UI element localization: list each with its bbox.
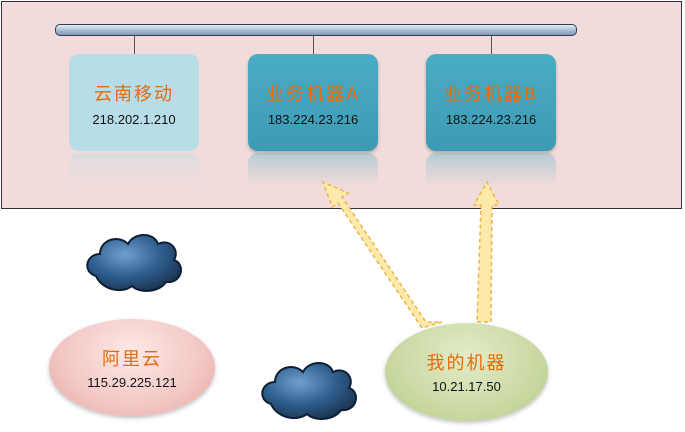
node-label: 业务机器B: [443, 84, 539, 105]
node-label: 我的机器: [426, 353, 507, 374]
cloud-icon: [261, 362, 357, 420]
arrow-to-machine-b: [472, 180, 501, 323]
bus-connector: [313, 35, 314, 54]
node-business-machine-a: 业务机器A 183.224.23.216: [248, 54, 378, 151]
node-yunnan-mobile: 云南移动 218.202.1.210: [69, 54, 199, 151]
cloud-icon: [86, 234, 182, 292]
node-label: 云南移动: [94, 84, 174, 105]
node-label: 业务机器A: [265, 84, 361, 105]
node-business-machine-b: 业务机器B 183.224.23.216: [426, 54, 556, 151]
node-reflection: [248, 153, 378, 187]
node-aliyun: 阿里云 115.29.225.121: [49, 319, 215, 416]
node-reflection: [69, 153, 199, 187]
node-reflection: [426, 153, 556, 187]
node-ip: 10.21.17.50: [432, 379, 501, 394]
bus-connector: [134, 35, 135, 54]
node-ip: 183.224.23.216: [267, 112, 359, 127]
node-ip: 183.224.23.216: [445, 112, 537, 127]
node-ip: 115.29.225.121: [87, 375, 177, 390]
node-ip: 218.202.1.210: [92, 112, 176, 127]
network-bus: [55, 24, 577, 36]
bus-connector: [491, 35, 492, 54]
arrow-to-machine-a: [321, 180, 443, 329]
node-my-machine: 我的机器 10.21.17.50: [385, 323, 548, 421]
node-label: 阿里云: [102, 349, 162, 370]
